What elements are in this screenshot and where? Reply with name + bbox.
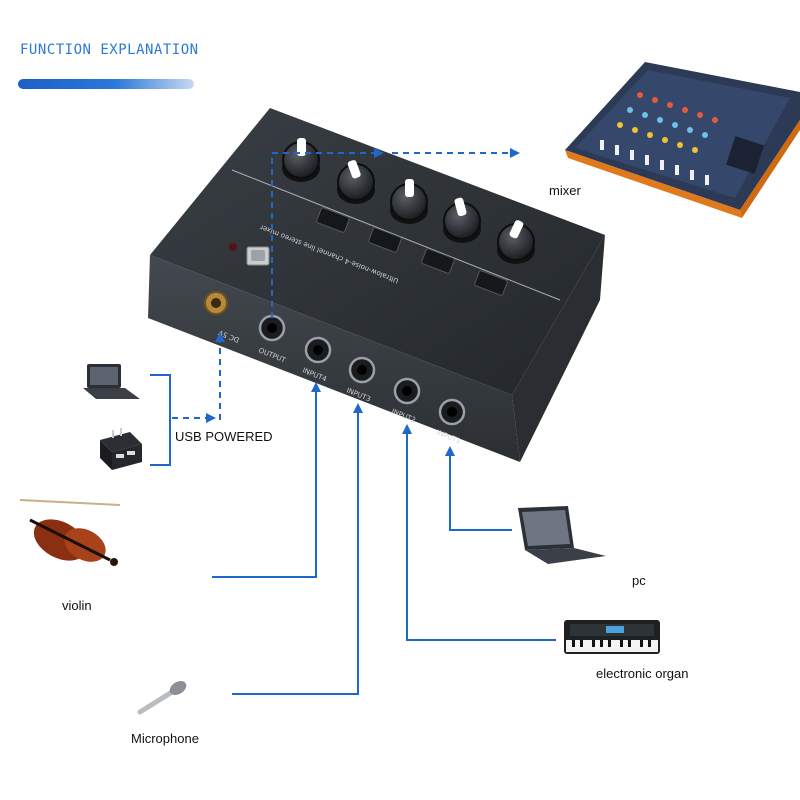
input3-jack[interactable] [348,356,376,384]
dc-power-jack[interactable] [204,291,228,315]
level-knob[interactable] [443,197,481,243]
pc-to-input1-line [445,446,512,531]
usb-power-line [172,332,225,423]
input4-jack[interactable] [304,336,332,364]
pc-label: pc [632,573,646,588]
mode-switch[interactable] [368,227,402,253]
mode-switch[interactable] [316,207,350,233]
output-jack[interactable] [258,314,286,342]
electronic-organ-image [564,620,660,654]
microphone-to-input3-line [232,403,363,695]
microphone-label: Microphone [131,731,199,746]
mode-switch[interactable] [421,248,455,274]
device-right-side [512,235,605,462]
usb-charger-image [100,428,142,470]
mode-switch[interactable] [474,270,508,296]
violin-to-input4-line [212,382,321,578]
organ-to-input2-line [402,424,556,641]
laptop-power-image [83,364,140,399]
level-knob[interactable] [282,138,320,182]
output-to-mixer-line [271,148,520,318]
power-led [229,243,237,251]
usb-powered-label: USB POWERED [175,429,273,444]
title-underline-bar [18,79,194,89]
stereo-mixer-device: Ultralow-noise-4 channel line stereo mix… [148,108,605,462]
violin-label: violin [62,598,92,613]
mixer-console-image [565,62,800,218]
page-title: FUNCTION EXPLANATION [20,42,199,58]
input1-jack[interactable] [438,398,466,426]
level-knob[interactable] [337,159,375,204]
violin-image [19,499,121,566]
electronic-organ-label: electronic organ [596,666,689,681]
device-front-panel [148,255,520,462]
device-top-panel [150,108,605,395]
input2-jack[interactable] [393,377,421,405]
level-knob[interactable] [390,179,428,224]
power-source-bracket [150,374,171,466]
microphone-image [137,681,187,715]
power-switch[interactable] [246,246,270,266]
level-knob[interactable] [497,219,535,264]
mixer-label: mixer [549,183,581,198]
pc-laptop-image [518,506,606,564]
